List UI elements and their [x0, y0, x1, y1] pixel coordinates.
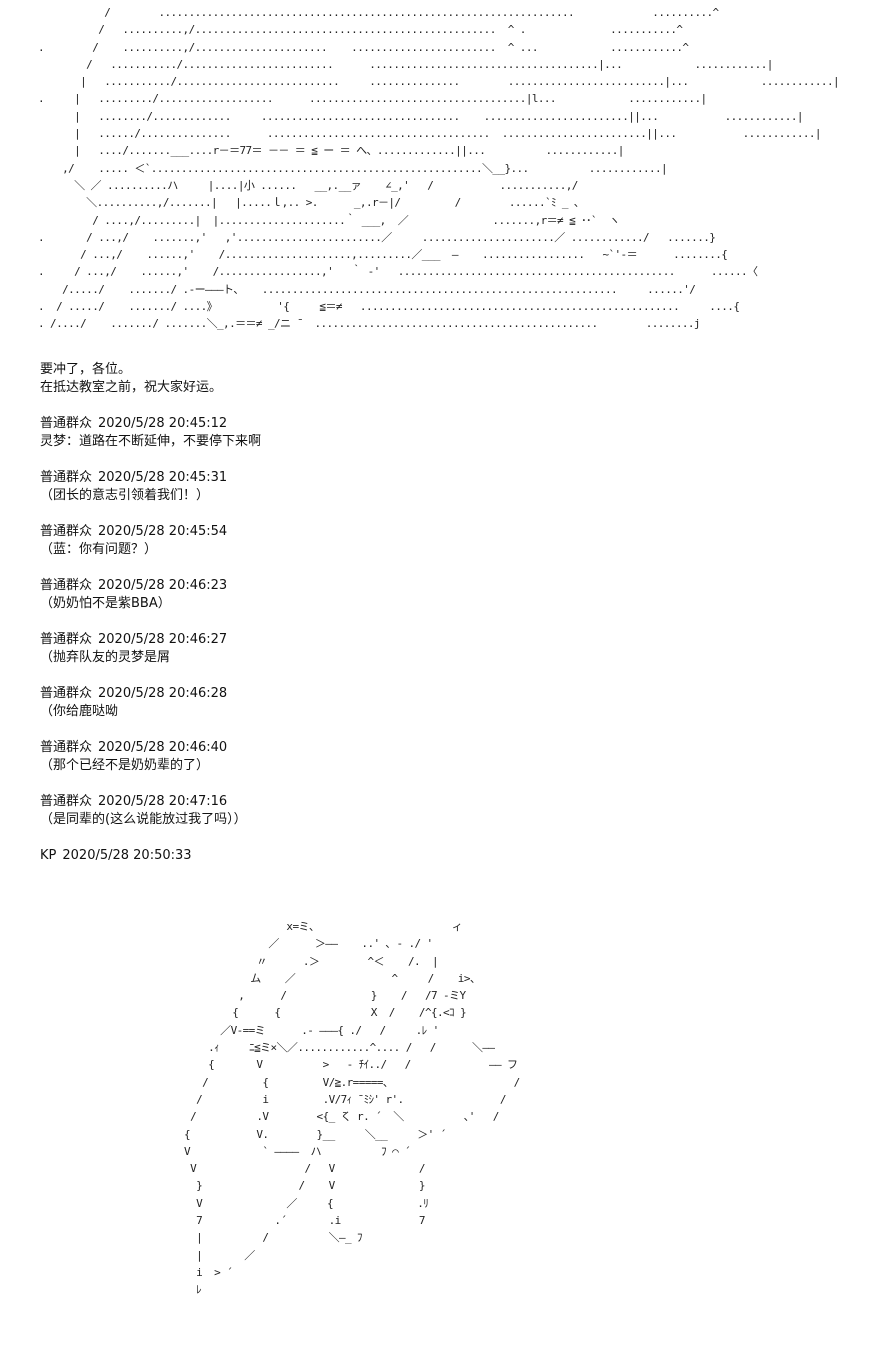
author-name: 普通群众: [40, 416, 93, 431]
timestamp: 2020/5/28 20:45:12: [98, 416, 228, 431]
chat-entry: 普通群众 2020/5/28 20:45:54 （蓝：你有问题？）: [40, 523, 860, 559]
chat-log: 要冲了，各位。 在抵达教室之前，祝大家好运。 普通群众 2020/5/28 20:…: [40, 361, 860, 865]
author-name: 普通群众: [40, 740, 93, 755]
entry-header: 普通群众 2020/5/28 20:46:28: [40, 685, 860, 703]
author-name: 普通群众: [40, 632, 93, 647]
ascii-art-top: / ......................................…: [38, 6, 840, 331]
chat-entry: 普通群众 2020/5/28 20:45:12 灵梦：道路在不断延伸，不要停下来啊: [40, 415, 860, 451]
timestamp: 2020/5/28 20:46:23: [98, 578, 228, 593]
entry-header: 普通群众 2020/5/28 20:47:16: [40, 793, 860, 811]
chat-entry: 普通群众 2020/5/28 20:45:31 （团长的意志引领着我们！）: [40, 469, 860, 505]
entry-text: （你给鹿哒呦: [40, 704, 119, 719]
author-name: 普通群众: [40, 794, 93, 809]
author-name: 普通群众: [40, 578, 93, 593]
chat-entry: 普通群众 2020/5/28 20:46:27 （抛弃队友的灵梦是屑: [40, 631, 860, 667]
chat-entry: 普通群众 2020/5/28 20:47:16 （是同辈的(这么说能放过我了吗））: [40, 793, 860, 829]
entry-header: 普通群众 2020/5/28 20:45:31: [40, 469, 860, 487]
entry-text: （是同辈的(这么说能放过我了吗））: [40, 812, 247, 827]
entry-header: 普通群众 2020/5/28 20:46:40: [40, 739, 860, 757]
timestamp: 2020/5/28 20:46:40: [98, 740, 228, 755]
ascii-art-bottom: x=ミ、 ィ ／ ＞―― ..' ､ - ./ ' 〃 .＞ ^＜ /. | ム…: [184, 920, 520, 1297]
timestamp: 2020/5/28 20:45:54: [98, 524, 228, 539]
entry-header: 普通群众 2020/5/28 20:45:54: [40, 523, 860, 541]
entry-text: 灵梦：道路在不断延伸，不要停下来啊: [40, 434, 262, 449]
entry-text: （奶奶怕不是紫BBA）: [40, 596, 171, 611]
intro-line-2: 在抵达教室之前，祝大家好运。: [40, 380, 223, 395]
intro-line-1: 要冲了，各位。: [40, 362, 132, 377]
timestamp: 2020/5/28 20:46:28: [98, 686, 228, 701]
chat-entry: 普通群众 2020/5/28 20:46:28 （你给鹿哒呦: [40, 685, 860, 721]
timestamp: 2020/5/28 20:45:31: [98, 470, 228, 485]
timestamp: 2020/5/28 20:46:27: [98, 632, 228, 647]
entry-header: 普通群众 2020/5/28 20:46:27: [40, 631, 860, 649]
chat-entry: 普通群众 2020/5/28 20:46:23 （奶奶怕不是紫BBA）: [40, 577, 860, 613]
chat-entry: 普通群众 2020/5/28 20:46:40 （那个已经不是奶奶辈的了）: [40, 739, 860, 775]
entry-text: （抛弃队友的灵梦是屑: [40, 650, 171, 665]
kp-timestamp: 2020/5/28 20:50:33: [62, 848, 192, 863]
kp-entry-header: KP 2020/5/28 20:50:33: [40, 847, 860, 865]
author-name: 普通群众: [40, 686, 93, 701]
entry-text: （蓝：你有问题？）: [40, 542, 158, 557]
entry-header: 普通群众 2020/5/28 20:46:23: [40, 577, 860, 595]
author-name: 普通群众: [40, 470, 93, 485]
timestamp: 2020/5/28 20:47:16: [98, 794, 228, 809]
entry-header: 普通群众 2020/5/28 20:45:12: [40, 415, 860, 433]
kp-author: KP: [40, 848, 57, 863]
entry-text: （团长的意志引领着我们！）: [40, 488, 210, 503]
entry-text: （那个已经不是奶奶辈的了）: [40, 758, 210, 773]
author-name: 普通群众: [40, 524, 93, 539]
